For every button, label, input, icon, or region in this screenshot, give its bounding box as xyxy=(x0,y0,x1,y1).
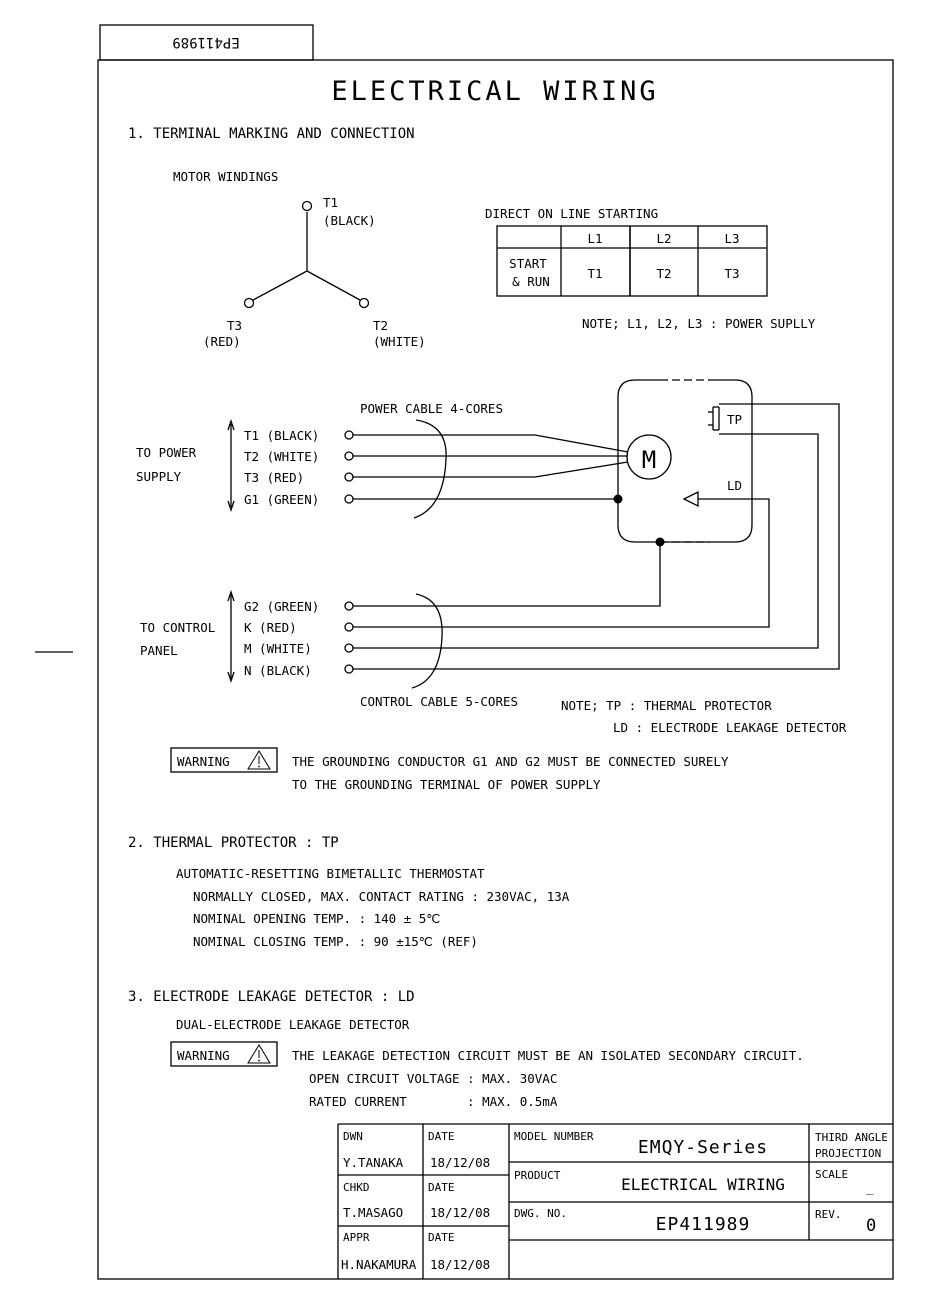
control-wire-g2: G2 (GREEN) xyxy=(244,599,319,614)
warning-box-1 xyxy=(170,747,278,773)
warning2-line1: THE LEAKAGE DETECTION CIRCUIT MUST BE AN… xyxy=(292,1048,804,1063)
dol-value-t2: T2 xyxy=(656,266,671,281)
dol-title: DIRECT ON LINE STARTING xyxy=(485,206,658,221)
note-tp: NOTE; TP : THERMAL PROTECTOR xyxy=(561,698,772,713)
warning-icon xyxy=(247,750,271,770)
to-control-panel-2: PANEL xyxy=(140,643,178,658)
motor-windings-label: MOTOR WINDINGS xyxy=(173,169,278,184)
appr-date-label: DATE xyxy=(428,1231,455,1244)
model-label: MODEL NUMBER xyxy=(514,1130,594,1143)
appr-date: 18/12/08 xyxy=(430,1257,490,1272)
section1-heading: 1. TERMINAL MARKING AND CONNECTION xyxy=(128,126,415,142)
dol-header-l3: L3 xyxy=(724,231,739,246)
projection-label-1: THIRD ANGLE xyxy=(815,1131,888,1144)
warning-label-2: WARNING xyxy=(177,1048,230,1063)
warning2-line3: RATED CURRENT : MAX. 0.5mA xyxy=(309,1094,558,1109)
title-block-grid xyxy=(337,1123,893,1279)
t2-label: T2 xyxy=(373,318,388,333)
t1-color: (BLACK) xyxy=(323,213,376,228)
warning2-line2: OPEN CIRCUIT VOLTAGE : MAX. 30VAC xyxy=(309,1071,557,1086)
to-control-panel-1: TO CONTROL xyxy=(140,620,215,635)
power-wires xyxy=(344,419,629,519)
control-bracket-arrow xyxy=(227,589,235,684)
projection-label-2: PROJECTION xyxy=(815,1147,881,1160)
rev-value: 0 xyxy=(866,1216,876,1236)
scale-label: SCALE xyxy=(815,1168,848,1181)
chkd-label: CHKD xyxy=(343,1181,370,1194)
power-cable-label: POWER CABLE 4-CORES xyxy=(360,401,503,416)
ld-line-1: DUAL-ELECTRODE LEAKAGE DETECTOR xyxy=(176,1017,410,1032)
to-power-supply-2: SUPPLY xyxy=(136,469,182,484)
chkd-date-label: DATE xyxy=(428,1181,455,1194)
power-bracket-arrow xyxy=(227,418,235,513)
control-wire-m: M (WHITE) xyxy=(244,641,312,656)
warning-label-1: WARNING xyxy=(177,754,230,769)
dol-header-l1: L1 xyxy=(587,231,602,246)
dwn-name: Y.TANAKA xyxy=(343,1155,404,1170)
ld-label: LD xyxy=(727,478,742,493)
power-wire-t1: T1 (BLACK) xyxy=(244,428,319,443)
power-wire-t3: T3 (RED) xyxy=(244,470,304,485)
dwn-label: DWN xyxy=(343,1130,363,1143)
dol-value-t3: T3 xyxy=(724,266,739,281)
stamp-text: EP411989 xyxy=(172,34,239,50)
dwn-date-label: DATE xyxy=(428,1130,455,1143)
motor-letter: M xyxy=(642,446,656,474)
dol-table xyxy=(496,225,768,297)
dol-value-t1: T1 xyxy=(587,266,602,281)
thermal-protector-symbol xyxy=(708,406,720,431)
ld-electrode-symbol xyxy=(682,490,699,508)
g1-junction xyxy=(613,494,623,504)
chkd-name: T.MASAGO xyxy=(343,1205,403,1220)
model-value: EMQY-Series xyxy=(638,1137,768,1158)
power-wire-t2: T2 (WHITE) xyxy=(244,449,319,464)
power-wire-g1: G1 (GREEN) xyxy=(244,492,319,507)
rev-label: REV. xyxy=(815,1208,842,1221)
appr-label: APPR xyxy=(343,1231,370,1244)
tp-line-4: NOMINAL CLOSING TEMP. : 90 ±15℃ (REF) xyxy=(193,934,478,949)
warning1-line1: THE GROUNDING CONDUCTOR G1 AND G2 MUST B… xyxy=(292,754,729,769)
chkd-date: 18/12/08 xyxy=(430,1205,490,1220)
section2-heading: 2. THERMAL PROTECTOR : TP xyxy=(128,835,339,851)
section3-heading: 3. ELECTRODE LEAKAGE DETECTOR : LD xyxy=(128,989,415,1005)
appr-name: H.NAKAMURA xyxy=(341,1257,417,1272)
t3-label: T3 xyxy=(227,318,242,333)
control-wire-k: K (RED) xyxy=(244,620,297,635)
dwn-date: 18/12/08 xyxy=(430,1155,490,1170)
control-wiring xyxy=(344,403,840,689)
control-cable-label: CONTROL CABLE 5-CORES xyxy=(360,694,518,709)
warning-box-2 xyxy=(170,1041,278,1067)
product-value: ELECTRICAL WIRING xyxy=(621,1175,785,1194)
dol-row-label-2: & RUN xyxy=(512,274,550,289)
power-supply-note: NOTE; L1, L2, L3 : POWER SUPLLY xyxy=(582,316,816,331)
t2-color: (WHITE) xyxy=(373,334,426,349)
tp-line-3: NOMINAL OPENING TEMP. : 140 ± 5℃ xyxy=(193,911,440,926)
product-label: PRODUCT xyxy=(514,1169,561,1182)
motor-symbol xyxy=(626,434,672,480)
scale-value: _ xyxy=(866,1180,874,1195)
warning-icon xyxy=(247,1044,271,1064)
dwg-label: DWG. NO. xyxy=(514,1207,567,1220)
to-power-supply-1: TO POWER xyxy=(136,445,197,460)
tp-label: TP xyxy=(727,412,742,427)
note-ld: LD : ELECTRODE LEAKAGE DETECTOR xyxy=(613,720,847,735)
warning1-line2: TO THE GROUNDING TERMINAL OF POWER SUPPL… xyxy=(292,777,601,792)
dwg-value: EP411989 xyxy=(656,1214,751,1235)
tp-line-2: NORMALLY CLOSED, MAX. CONTACT RATING : 2… xyxy=(193,889,570,904)
t1-label: T1 xyxy=(323,195,338,210)
drawing-frame xyxy=(97,59,894,1280)
star-winding-diagram xyxy=(243,200,370,309)
dol-row-label-1: START xyxy=(509,256,547,271)
control-wire-n: N (BLACK) xyxy=(244,663,312,678)
dol-header-l2: L2 xyxy=(656,231,671,246)
motor-enclosure xyxy=(617,379,753,543)
page-title: ELECTRICAL WIRING xyxy=(331,76,658,107)
t3-color: (RED) xyxy=(203,334,241,349)
tp-line-1: AUTOMATIC-RESETTING BIMETALLIC THERMOSTA… xyxy=(176,866,485,881)
